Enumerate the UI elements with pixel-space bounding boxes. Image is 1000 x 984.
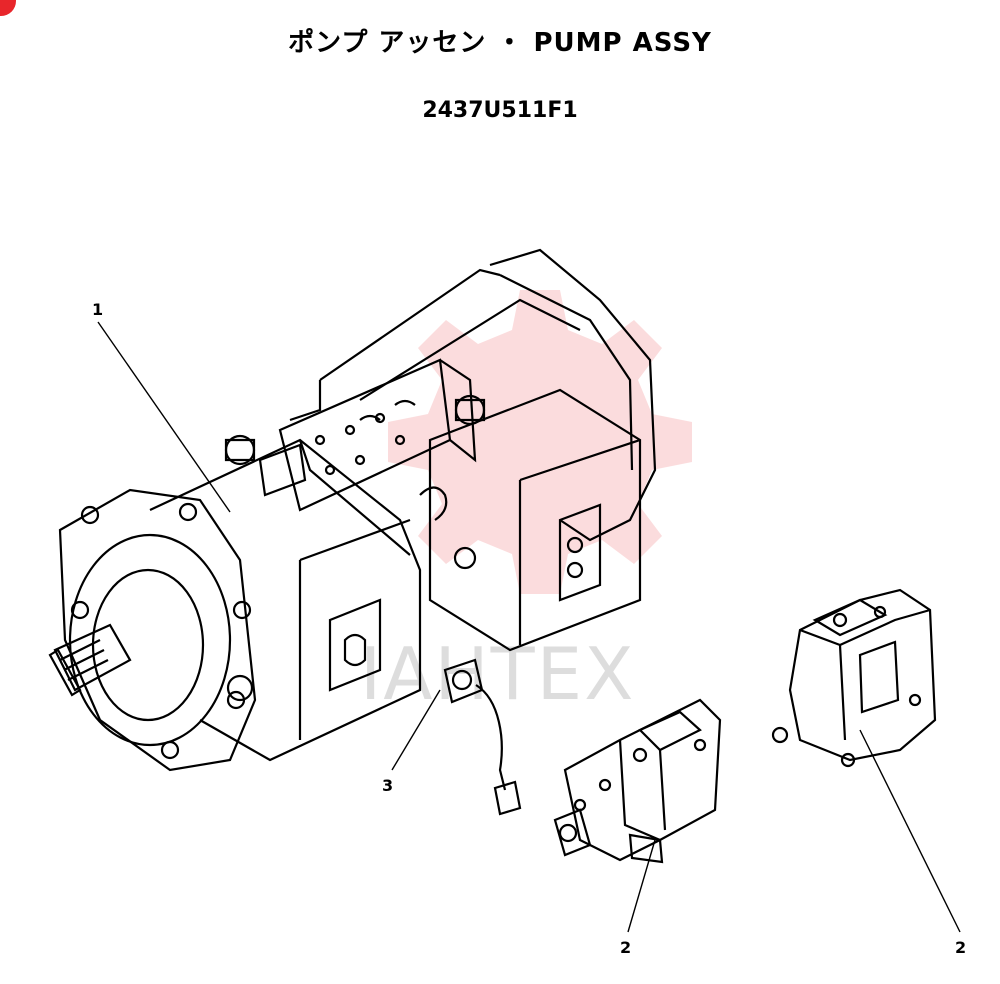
watermark-logo [388,290,692,594]
regulator-a [553,698,722,864]
callout-2-right: 2 [955,938,967,957]
leader-lines [97,321,961,933]
callout-3: 3 [382,776,394,795]
page-title: ポンプ アッセン ・ PUMP ASSY [288,28,712,58]
part-number: 2437U511F1 [422,98,578,123]
main-pump [48,248,657,816]
watermark-text: IAHTEX [360,632,636,716]
regulator-b [771,588,937,768]
callout-2-left: 2 [620,938,632,957]
callout-1: 1 [92,300,104,319]
